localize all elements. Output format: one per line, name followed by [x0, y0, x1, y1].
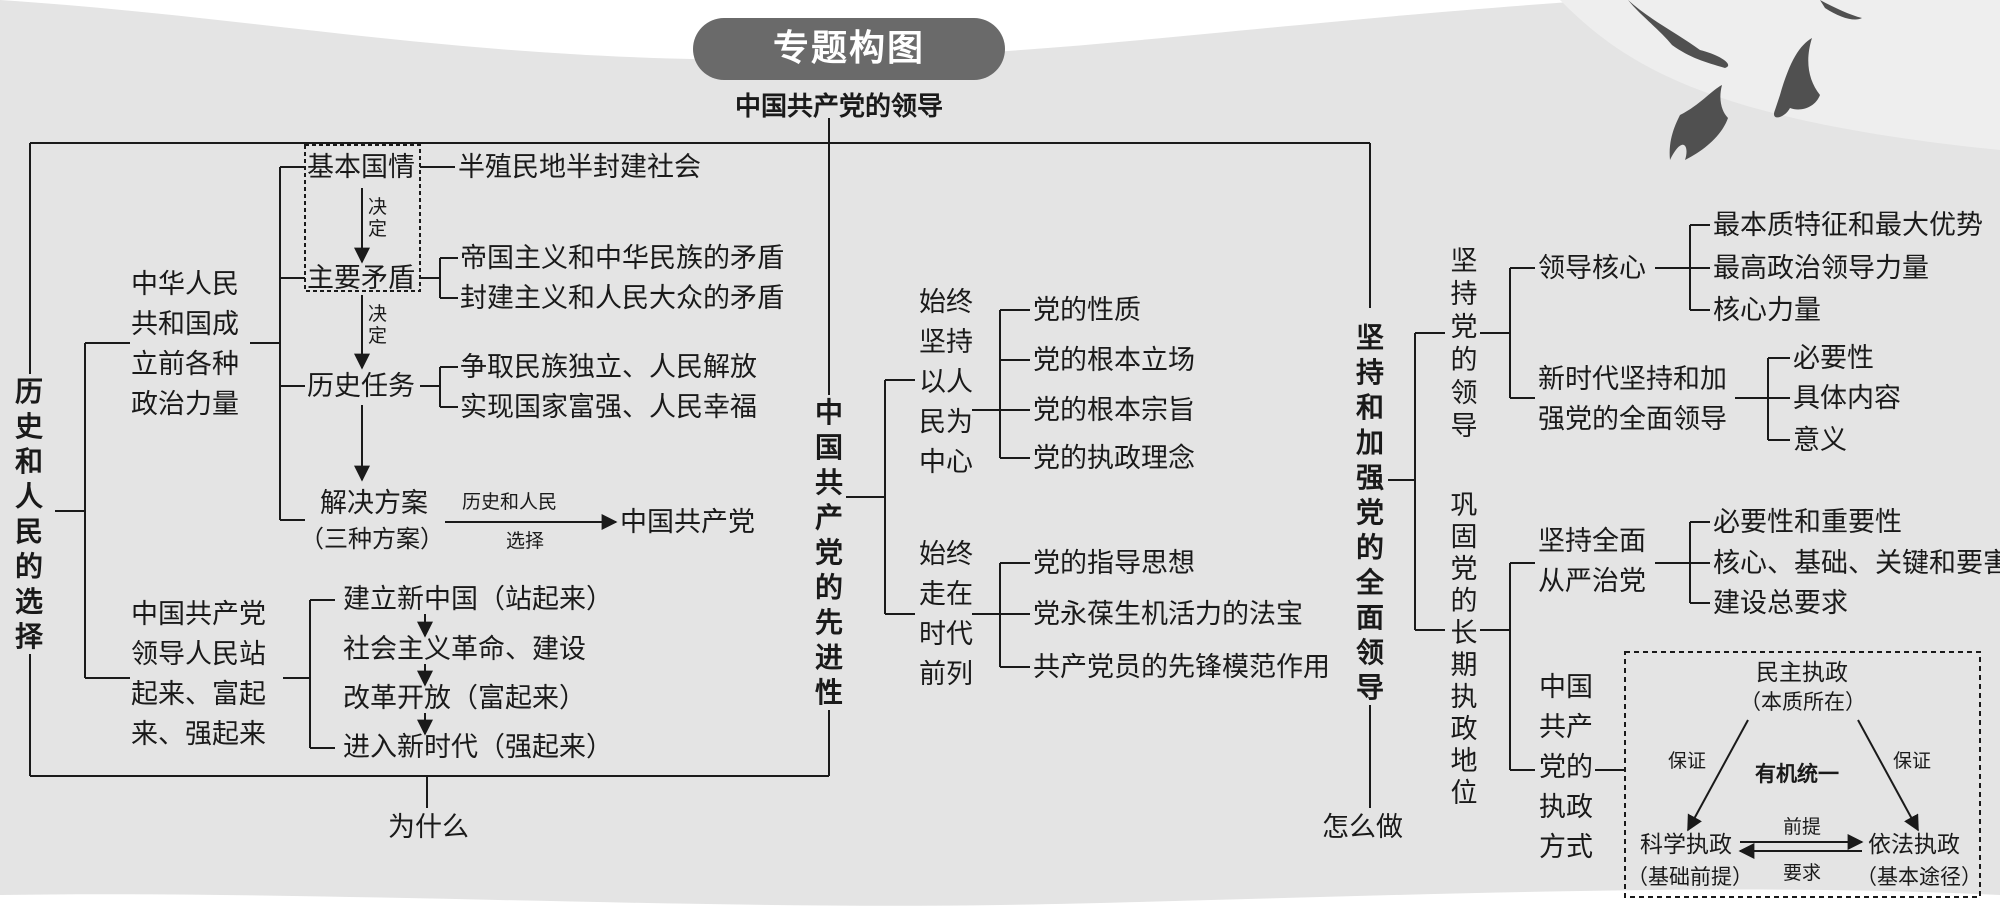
why-label: 为什么 [388, 812, 469, 843]
branch1-node: 始终 坚持 以人 民为 中心 [918, 283, 974, 483]
democratic-note: （本质所在） [1740, 690, 1866, 714]
strict-item: 建设总要求 [1713, 588, 1848, 619]
task-item: 实现国家富强、人民幸福 [460, 392, 757, 423]
newera-node: 新时代坚持和加 强党的全面领导 [1538, 360, 1738, 440]
group2-line: 起来、富起 [131, 679, 266, 710]
core-node: 领导核心 [1538, 253, 1646, 284]
group1-line: 共和国成 [131, 309, 239, 340]
core-item: 最高政治领导力量 [1713, 253, 1929, 284]
right-branch1-node: 坚持党的领导 [1450, 246, 1478, 442]
mode-line: 中国 [1539, 672, 1593, 703]
stage-item: 进入新时代（强起来） [343, 732, 613, 763]
branch1-line: 民为 [919, 407, 973, 438]
decide-label-2: 决定 [368, 303, 388, 347]
historical-task-node: 历史任务 [307, 371, 415, 402]
mode-line: 共产 [1539, 712, 1593, 743]
group1-line: 政治力量 [131, 389, 239, 420]
newera-line: 强党的全面领导 [1538, 404, 1727, 435]
strict-line: 从严治党 [1538, 566, 1646, 597]
strict-item: 必要性和重要性 [1713, 507, 1902, 538]
scientific-node: 科学执政 [1640, 832, 1732, 858]
newera-item: 意义 [1793, 425, 1847, 456]
strict-governance-node: 坚持全面 从严治党 [1538, 522, 1658, 602]
solution-node: 解决方案 [320, 488, 428, 519]
requirement-label: 要求 [1783, 862, 1822, 884]
branch2-item: 党的指导思想 [1033, 548, 1195, 579]
branch1-line: 坚持 [919, 327, 973, 358]
group2-line: 领导人民站 [131, 639, 266, 670]
group2-line: 来、强起来 [131, 719, 266, 750]
main-contradiction-node: 主要矛盾 [307, 263, 415, 294]
contradiction-item: 封建主义和人民大众的矛盾 [460, 283, 784, 314]
group2-node: 中国共产党 领导人民站 起来、富起 来、强起来 [131, 595, 281, 755]
right-branch2-node: 巩固党的长期执政地位 [1450, 490, 1478, 809]
guarantee-label-left: 保证 [1668, 750, 1707, 772]
how-label: 怎么做 [1322, 812, 1403, 843]
stage-item: 建立新中国（站起来） [343, 584, 613, 615]
scientific-note: （基础前提） [1627, 865, 1753, 889]
branch1-line: 中心 [919, 447, 973, 478]
choice-label-bottom: 选择 [506, 530, 545, 552]
newera-item: 具体内容 [1793, 383, 1901, 414]
root-node: 中国共产党的领导 [735, 92, 944, 122]
premise-label: 前提 [1783, 816, 1822, 838]
group1-node: 中华人民 共和国成 立前各种 政治力量 [131, 265, 251, 425]
branch1-line: 以人 [919, 367, 973, 398]
legal-node: 依法执政 [1868, 832, 1960, 858]
branch1-item: 党的根本立场 [1033, 345, 1195, 376]
branch1-line: 始终 [919, 287, 973, 318]
democratic-node: 民主执政 [1756, 660, 1848, 686]
core-item: 核心力量 [1713, 295, 1821, 326]
task-item: 争取民族独立、人民解放 [460, 352, 757, 383]
birds-decoration [1628, 0, 1862, 160]
strict-item: 核心、基础、关键和要害 [1713, 548, 2000, 579]
unity-label: 有机统一 [1755, 762, 1839, 786]
basic-condition-node: 基本国情 [307, 152, 415, 183]
branch2-line: 时代 [919, 619, 973, 650]
legal-note: （基本途径） [1856, 865, 1982, 889]
left-main-node: 历史和人民的选择 [12, 374, 46, 654]
group1-line: 立前各种 [131, 349, 239, 380]
group1-line: 中华人民 [131, 269, 239, 300]
solution-note: （三种方案） [300, 525, 444, 553]
governance-mode-node: 中国 共产 党的 执政 方式 [1535, 668, 1597, 868]
choice-label-top: 历史和人民 [462, 491, 558, 513]
strict-line: 坚持全面 [1538, 526, 1646, 557]
newera-line: 新时代坚持和加 [1538, 364, 1727, 395]
result-node: 中国共产党 [620, 507, 755, 538]
branch1-item: 党的根本宗旨 [1033, 395, 1195, 426]
group2-line: 中国共产党 [131, 599, 266, 630]
basic-condition-desc: 半殖民地半封建社会 [458, 152, 701, 183]
mode-line: 方式 [1539, 832, 1593, 863]
decide-label-1: 决定 [368, 196, 388, 240]
middle-main-node: 中国共产党的先进性 [812, 395, 846, 710]
branch1-item: 党的执政理念 [1033, 443, 1195, 474]
branch2-line: 前列 [919, 659, 973, 690]
newera-item: 必要性 [1793, 343, 1874, 374]
guarantee-label-right: 保证 [1893, 750, 1932, 772]
branch1-item: 党的性质 [1033, 295, 1141, 326]
stage-item: 社会主义革命、建设 [343, 634, 586, 665]
stage-item: 改革开放（富起来） [343, 683, 586, 714]
mode-line: 执政 [1539, 792, 1593, 823]
contradiction-item: 帝国主义和中华民族的矛盾 [460, 243, 784, 274]
right-main-node: 坚持和加强党的全面领导 [1353, 320, 1387, 705]
core-item: 最本质特征和最大优势 [1713, 210, 1983, 241]
branch2-node: 始终 走在 时代 前列 [918, 535, 974, 695]
branch2-item: 党永葆生机活力的法宝 [1033, 599, 1303, 630]
branch2-line: 走在 [919, 579, 973, 610]
page-title: 专题构图 [693, 18, 1005, 80]
branch2-item: 共产党员的先锋模范作用 [1033, 652, 1330, 683]
branch2-line: 始终 [919, 539, 973, 570]
mode-line: 党的 [1539, 752, 1593, 783]
